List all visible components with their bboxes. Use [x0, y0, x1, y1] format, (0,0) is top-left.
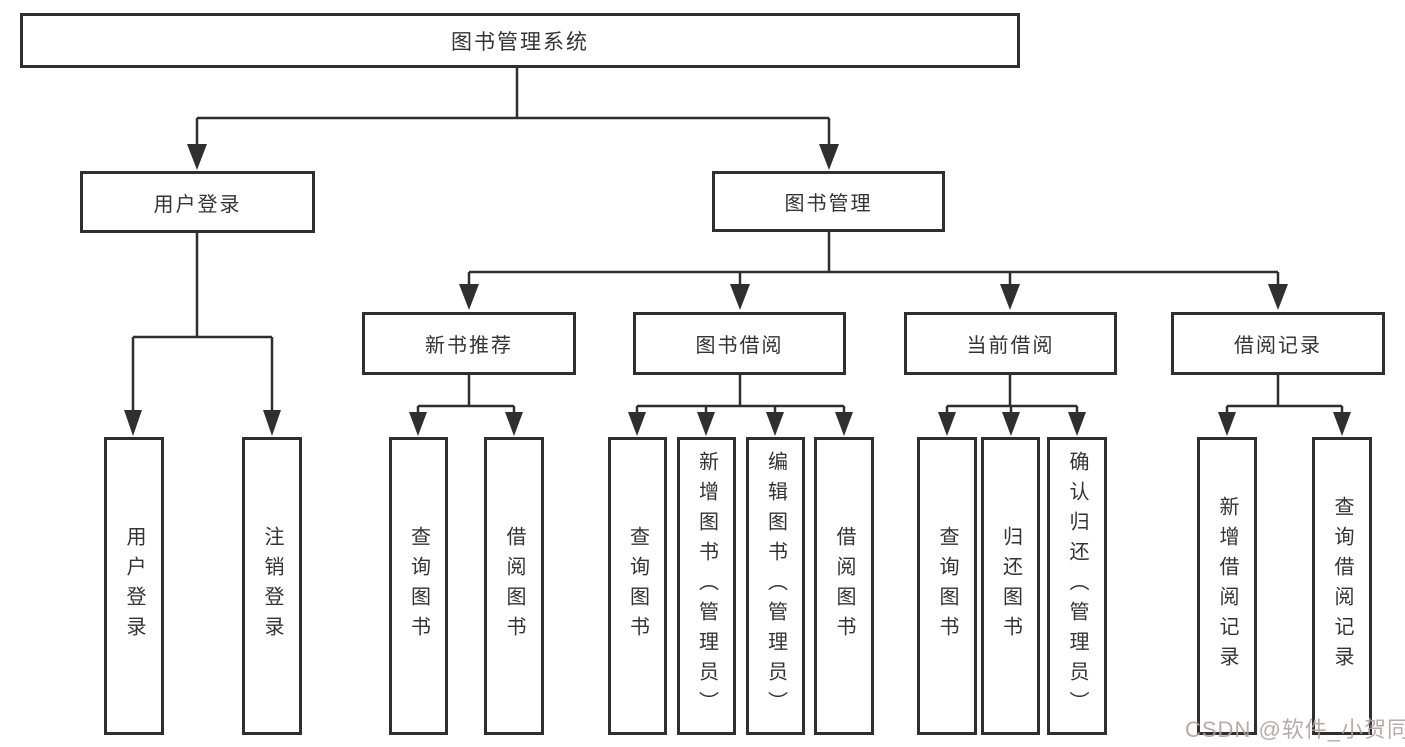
- leaf-user-login: 用户登录: [104, 437, 164, 735]
- node-label: 归还图书: [999, 526, 1022, 646]
- node-label: 借阅图书: [833, 526, 855, 646]
- node-label: 查询借阅记录: [1331, 496, 1353, 676]
- leaf-newrec-borrow-books: 借阅图书: [484, 437, 544, 735]
- node-label: 查询图书: [936, 526, 958, 646]
- node-label: 查询图书: [407, 526, 430, 646]
- node-borrowing-records: 借阅记录: [1171, 312, 1385, 375]
- leaf-borrowing-borrow-books: 借阅图书: [814, 437, 874, 735]
- node-label: 借阅记录: [1234, 335, 1322, 357]
- leaf-current-query-books: 查询图书: [917, 437, 977, 735]
- node-label: 新增图书（管理员）: [695, 451, 718, 721]
- node-label: 图书借阅: [695, 335, 784, 357]
- node-library-management-system: 图书管理系统: [20, 13, 1020, 68]
- node-book-borrowing: 图书借阅: [633, 312, 846, 375]
- node-label: 编辑图书（管理员）: [764, 451, 787, 721]
- node-label: 当前借阅: [966, 335, 1055, 357]
- leaf-current-return-books: 归还图书: [981, 437, 1040, 735]
- node-label: 新增借阅记录: [1216, 496, 1238, 676]
- leaf-borrowing-edit-books-admin: 编辑图书（管理员）: [746, 437, 805, 735]
- node-label: 用户登录: [153, 193, 242, 216]
- node-label: 查询图书: [626, 526, 649, 646]
- node-label: 用户登录: [123, 526, 145, 646]
- leaf-records-query-record: 查询借阅记录: [1312, 437, 1372, 735]
- leaf-borrowing-add-books-admin: 新增图书（管理员）: [677, 437, 736, 735]
- node-label: 确认归还（管理员）: [1066, 451, 1088, 721]
- node-label: 新书推荐: [425, 335, 513, 357]
- leaf-borrowing-query-books: 查询图书: [608, 437, 667, 735]
- node-label: 注销登录: [261, 526, 283, 646]
- node-current-borrowing: 当前借阅: [904, 312, 1117, 375]
- watermark: CSDN @软件_小贺同学: [1185, 717, 1405, 742]
- node-label: 借阅图书: [503, 526, 525, 646]
- leaf-logout: 注销登录: [242, 437, 302, 735]
- node-label: 图书管理: [784, 193, 873, 215]
- node-new-book-recommend: 新书推荐: [362, 312, 576, 375]
- leaf-newrec-query-books: 查询图书: [389, 437, 448, 735]
- node-user-login: 用户登录: [80, 171, 315, 233]
- node-label: 图书管理系统: [451, 30, 589, 54]
- leaf-current-confirm-return-admin: 确认归还（管理员）: [1047, 437, 1107, 735]
- node-book-management: 图书管理: [712, 171, 945, 232]
- leaf-records-add-record: 新增借阅记录: [1197, 437, 1257, 735]
